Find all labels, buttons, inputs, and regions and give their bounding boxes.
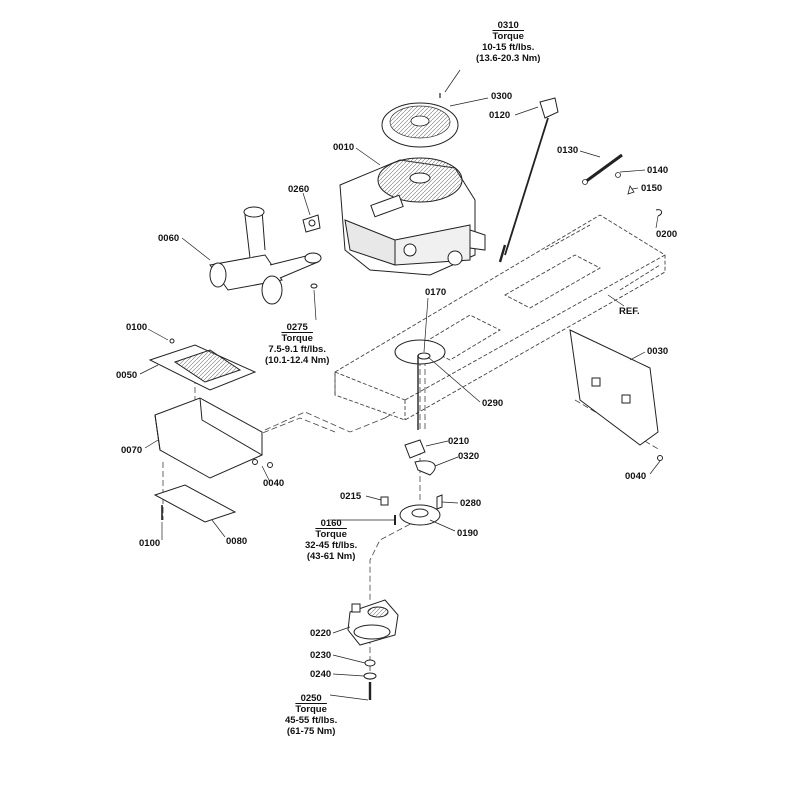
torque-spec-metric: (43-61 Nm) xyxy=(306,551,356,562)
electric-clutch xyxy=(347,599,399,646)
label-0220: 0220 xyxy=(310,628,332,639)
label-0050: 0050 xyxy=(116,370,138,381)
label-0215: 0215 xyxy=(340,491,362,502)
label-0230: 0230 xyxy=(310,650,332,661)
side-panel xyxy=(569,329,663,461)
label-0100-bottom: 0100 xyxy=(139,538,161,549)
torque-label: Torque xyxy=(492,31,524,42)
label-0280: 0280 xyxy=(460,498,482,509)
exhaust-gasket xyxy=(302,214,321,289)
torque-spec-imperial: 7.5-9.1 ft/lbs. xyxy=(268,344,326,355)
label-0120: 0120 xyxy=(489,110,511,121)
label-0040-left: 0040 xyxy=(263,478,285,489)
heat-shield xyxy=(148,338,257,391)
mounting-bracket xyxy=(154,397,273,479)
callout-0250: 0250 Torque 45-55 ft/lbs. (61-75 Nm) xyxy=(285,693,337,737)
label-0240: 0240 xyxy=(310,669,332,680)
torque-label: Torque xyxy=(281,333,313,344)
label-0260: 0260 xyxy=(288,184,310,195)
rod-assembly xyxy=(582,153,663,217)
part-number: 0275 xyxy=(286,322,308,333)
torque-spec-metric: (10.1-12.4 Nm) xyxy=(265,355,330,366)
ref-leader xyxy=(607,294,625,307)
label-0130: 0130 xyxy=(557,145,579,156)
dipstick xyxy=(498,97,559,263)
torque-label: Torque xyxy=(295,704,327,715)
label-0010: 0010 xyxy=(333,142,355,153)
leader-lines xyxy=(139,69,661,701)
label-0140: 0140 xyxy=(647,165,669,176)
callout-0275: 0275 Torque 7.5-9.1 ft/lbs. (10.1-12.4 N… xyxy=(265,322,329,366)
torque-label: Torque xyxy=(315,529,347,540)
label-0080: 0080 xyxy=(226,536,248,547)
drive-pulley xyxy=(380,494,443,526)
label-0290: 0290 xyxy=(482,398,504,409)
label-0300: 0300 xyxy=(491,91,513,102)
frame-pulley xyxy=(394,339,446,430)
label-0200: 0200 xyxy=(656,229,678,240)
torque-spec-metric: (61-75 Nm) xyxy=(286,726,336,737)
label-0320: 0320 xyxy=(458,451,480,462)
part-number: 0160 xyxy=(320,518,342,529)
label-0190: 0190 xyxy=(457,528,479,539)
belt-guide xyxy=(404,439,436,476)
callout-0310: 0310 Torque 10-15 ft/lbs. (13.6-20.3 Nm) xyxy=(476,20,540,64)
engine xyxy=(339,157,486,276)
assembly-path-lines xyxy=(162,360,661,700)
torque-spec-imperial: 32-45 ft/lbs. xyxy=(305,540,358,551)
frame-reference xyxy=(334,214,666,421)
label-0070: 0070 xyxy=(121,445,143,456)
label-0030: 0030 xyxy=(647,346,669,357)
label-0210: 0210 xyxy=(448,436,470,447)
torque-spec-metric: (13.6-20.3 Nm) xyxy=(476,53,541,64)
label-0100-top: 0100 xyxy=(126,322,148,333)
label-0150: 0150 xyxy=(641,183,663,194)
label-0170: 0170 xyxy=(425,287,447,298)
bottom-plate xyxy=(153,484,237,523)
part-number: 0250 xyxy=(300,693,322,704)
callout-0160: 0160 Torque 32-45 ft/lbs. (43-61 Nm) xyxy=(305,518,357,562)
blower-housing xyxy=(381,93,459,148)
torque-spec-imperial: 10-15 ft/lbs. xyxy=(482,42,535,53)
muffler xyxy=(209,206,322,305)
label-ref: REF. xyxy=(619,306,640,317)
label-0040-right: 0040 xyxy=(625,471,647,482)
torque-spec-imperial: 45-55 ft/lbs. xyxy=(285,715,338,726)
label-0060: 0060 xyxy=(158,233,180,244)
part-number: 0310 xyxy=(497,20,519,31)
